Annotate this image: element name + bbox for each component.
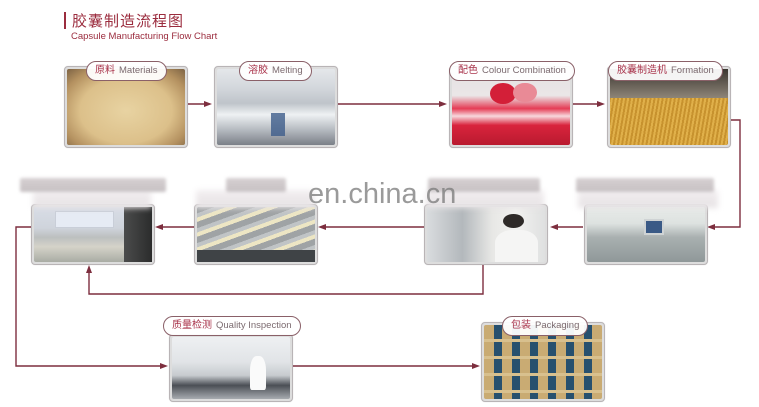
melting-photo — [217, 69, 335, 145]
label-en: Materials — [119, 65, 158, 76]
label-en: Packaging — [535, 320, 580, 331]
arrowhead-icon — [155, 224, 163, 230]
arrowhead-icon — [160, 363, 168, 369]
drying-photo — [587, 207, 705, 262]
label-en: Formation — [671, 65, 714, 76]
materials-photo — [67, 69, 185, 145]
lab-photo — [427, 207, 545, 262]
arrowhead-icon — [318, 224, 326, 230]
label-cn: 质量检测 — [172, 320, 212, 331]
weighing-photo — [34, 207, 152, 262]
step-label-quality: 质量检测 Quality Inspection — [163, 316, 301, 336]
label-cn: 原料 — [95, 65, 115, 76]
connector-weighing-quality — [15, 226, 160, 367]
step-label-lab-obscured — [428, 178, 540, 192]
step-weighing — [31, 204, 155, 265]
title-accent-bar — [64, 12, 66, 29]
step-polishing — [194, 204, 318, 265]
label-cn: 包装 — [511, 320, 531, 331]
step-label-formation: 胶囊制造机 Formation — [608, 61, 723, 81]
step-label-packaging: 包装 Packaging — [502, 316, 589, 336]
obscured-label-shade — [196, 190, 314, 208]
watermark: en.china.cn — [308, 178, 457, 210]
packaging-photo — [484, 325, 602, 399]
arrowhead-icon — [707, 224, 715, 230]
title-english: Capsule Manufacturing Flow Chart — [71, 31, 218, 42]
step-label-colour: 配色 Colour Combination — [449, 61, 575, 81]
label-en: Colour Combination — [482, 65, 566, 76]
arrowhead-icon — [204, 101, 212, 107]
label-en: Quality Inspection — [216, 320, 292, 331]
step-label-polishing-obscured — [226, 178, 286, 192]
step-quality — [169, 334, 293, 402]
title-chinese: 胶囊制造流程图 — [72, 12, 185, 30]
arrowhead-icon — [439, 101, 447, 107]
label-cn: 胶囊制造机 — [617, 65, 667, 76]
quality-photo — [172, 337, 290, 399]
obscured-label-shade — [578, 190, 718, 208]
arrowhead-icon — [86, 265, 92, 273]
label-cn: 溶胶 — [248, 65, 268, 76]
obscured-label-shade — [426, 190, 544, 208]
step-materials — [64, 66, 188, 148]
polishing-photo — [197, 207, 315, 262]
label-cn: 配色 — [458, 65, 478, 76]
connector-lab-weighing — [88, 263, 484, 295]
step-label-melting: 溶胶 Melting — [239, 61, 312, 81]
arrowhead-icon — [550, 224, 558, 230]
arrowhead-icon — [472, 363, 480, 369]
step-label-materials: 原料 Materials — [86, 61, 167, 81]
step-lab — [424, 204, 548, 265]
arrowhead-icon — [597, 101, 605, 107]
step-packaging — [481, 322, 605, 402]
connector-formation-drying — [714, 119, 741, 228]
formation-photo — [610, 69, 728, 145]
step-label-weighing-obscured — [20, 178, 166, 192]
step-drying — [584, 204, 708, 265]
obscured-label-shade — [33, 190, 151, 208]
colour-photo — [452, 69, 570, 145]
label-en: Melting — [272, 65, 303, 76]
step-label-drying-obscured — [576, 178, 714, 192]
